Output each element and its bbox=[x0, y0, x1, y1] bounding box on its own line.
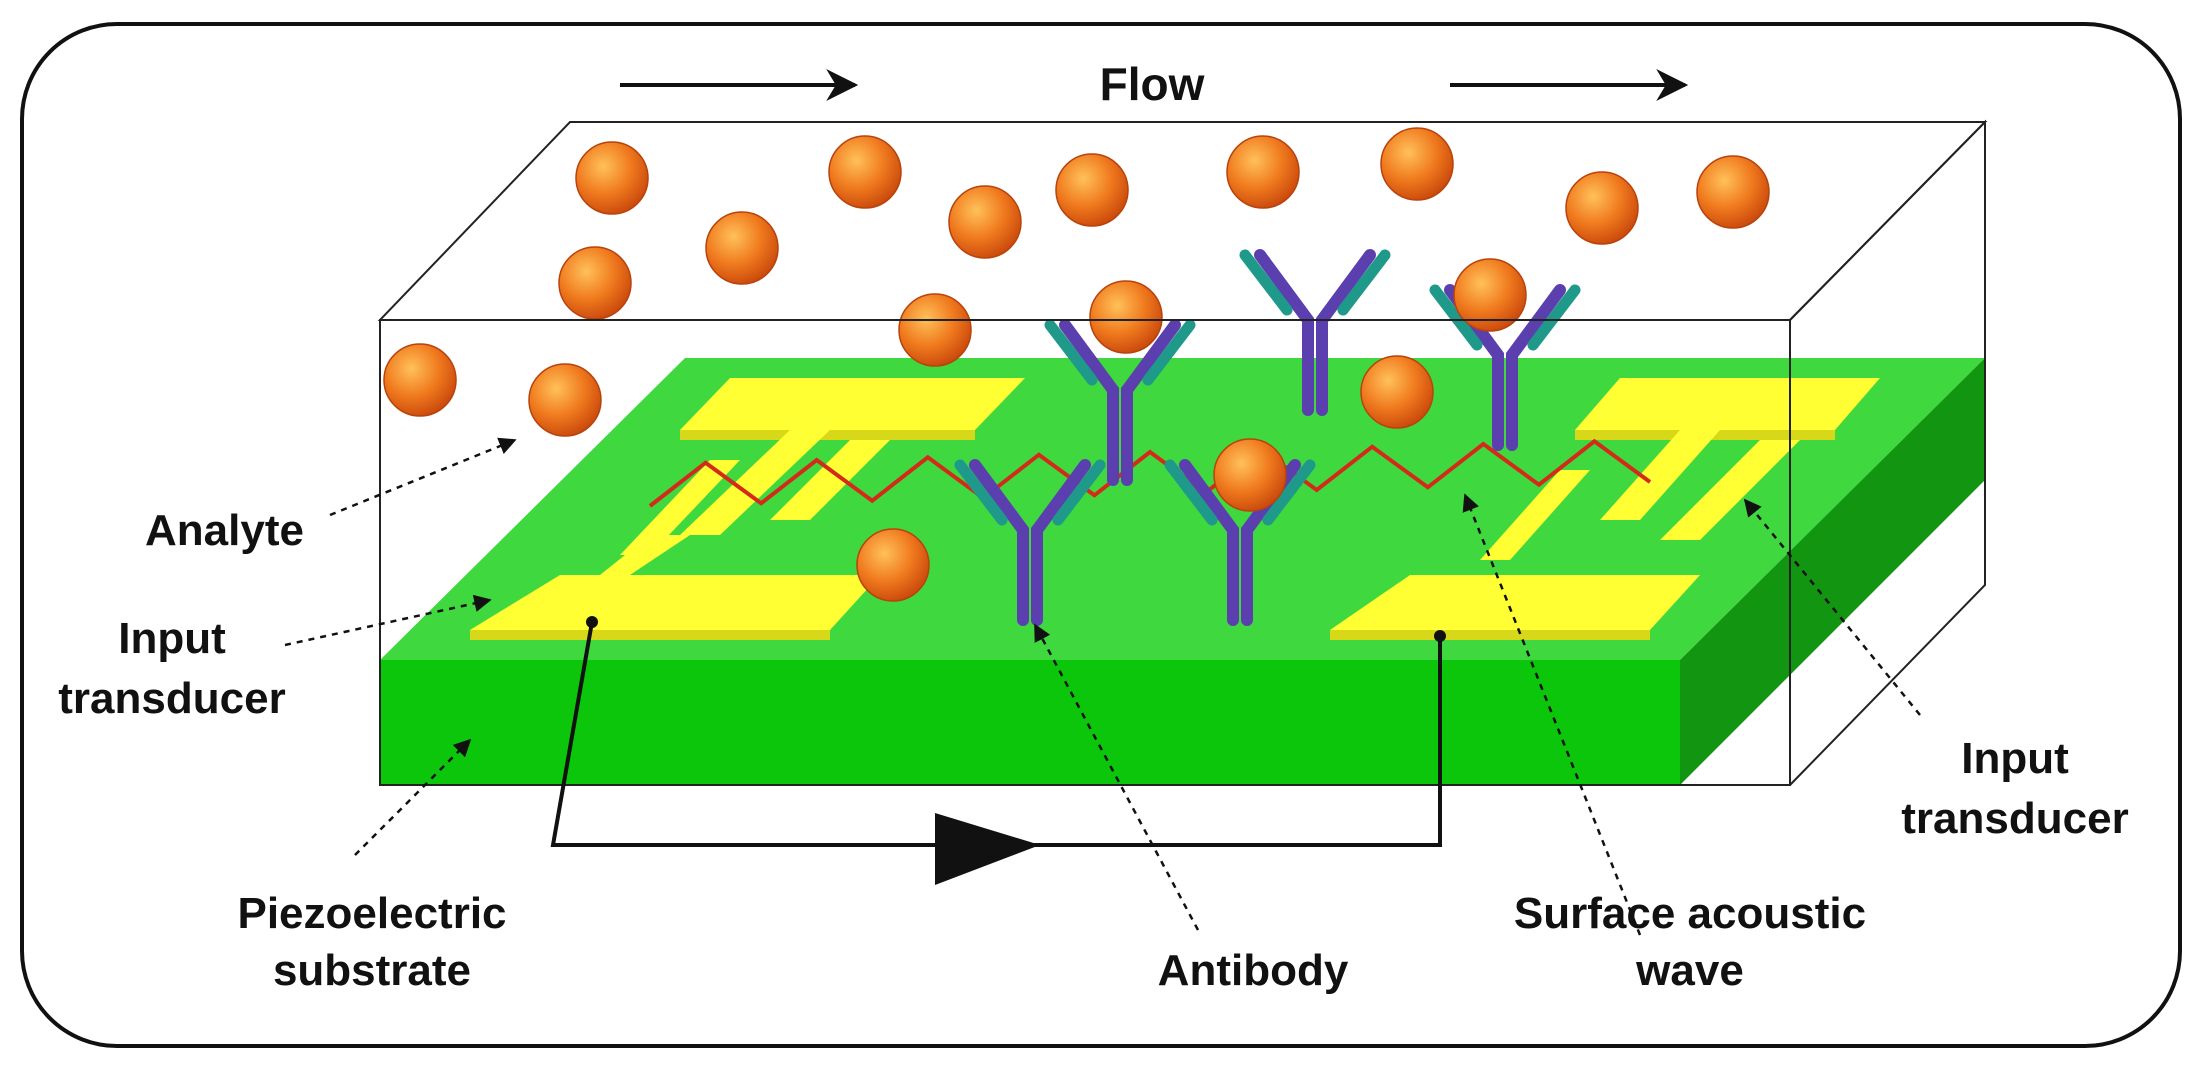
analyte-sphere-icon bbox=[383, 343, 457, 417]
label-input-transducer-right-2: transducer bbox=[1901, 794, 2128, 843]
substrate-front bbox=[380, 660, 1680, 785]
analyte-sphere-icon bbox=[1360, 355, 1434, 429]
label-input-transducer-left-2: transducer bbox=[58, 674, 285, 723]
label-piezoelectric-1: Piezoelectric bbox=[237, 889, 506, 938]
analyte-sphere-icon bbox=[1213, 438, 1287, 512]
analyte-sphere-icon bbox=[528, 363, 602, 437]
label-piezoelectric-2: substrate bbox=[273, 946, 471, 995]
analyte-layer bbox=[383, 127, 1770, 602]
label-input-transducer-right-1: Input bbox=[1961, 734, 2069, 783]
analyte-sphere-icon bbox=[948, 185, 1022, 259]
analyte-sphere-icon bbox=[828, 135, 902, 209]
surface-acoustic-wave bbox=[648, 438, 1652, 508]
analyte-sphere-icon bbox=[1380, 127, 1454, 201]
signal-path bbox=[550, 616, 1446, 885]
analyte-sphere-icon bbox=[1055, 153, 1129, 227]
analyte-sphere-icon bbox=[1565, 171, 1639, 245]
electrode-left bbox=[470, 378, 1025, 640]
analyte-sphere-icon bbox=[1453, 258, 1527, 332]
flow-label: Flow bbox=[1100, 58, 1205, 110]
signal-arrow bbox=[935, 813, 1040, 885]
analyte-sphere-icon bbox=[1696, 155, 1770, 229]
analyte-sphere-icon bbox=[705, 211, 779, 285]
analyte-sphere-icon bbox=[558, 246, 632, 320]
label-analyte: Analyte bbox=[145, 506, 304, 555]
label-input-transducer-left-1: Input bbox=[118, 614, 226, 663]
label-saw-2: wave bbox=[1635, 946, 1744, 995]
antibody-icon bbox=[1044, 319, 1196, 486]
label-saw-1: Surface acoustic bbox=[1514, 889, 1866, 938]
analyte-sphere-icon bbox=[898, 293, 972, 367]
antibody-icon bbox=[954, 459, 1106, 626]
analyte-sphere-icon bbox=[1089, 280, 1163, 354]
leader-lines bbox=[284, 437, 1921, 936]
flow-channel-front bbox=[379, 119, 1986, 786]
electrode-right bbox=[1330, 378, 1880, 640]
label-antibody: Antibody bbox=[1158, 946, 1349, 995]
analyte-sphere-icon bbox=[575, 141, 649, 215]
analyte-sphere-icon bbox=[1226, 135, 1300, 209]
analyte-sphere-icon bbox=[856, 528, 930, 602]
substrate-side bbox=[1680, 358, 1985, 785]
